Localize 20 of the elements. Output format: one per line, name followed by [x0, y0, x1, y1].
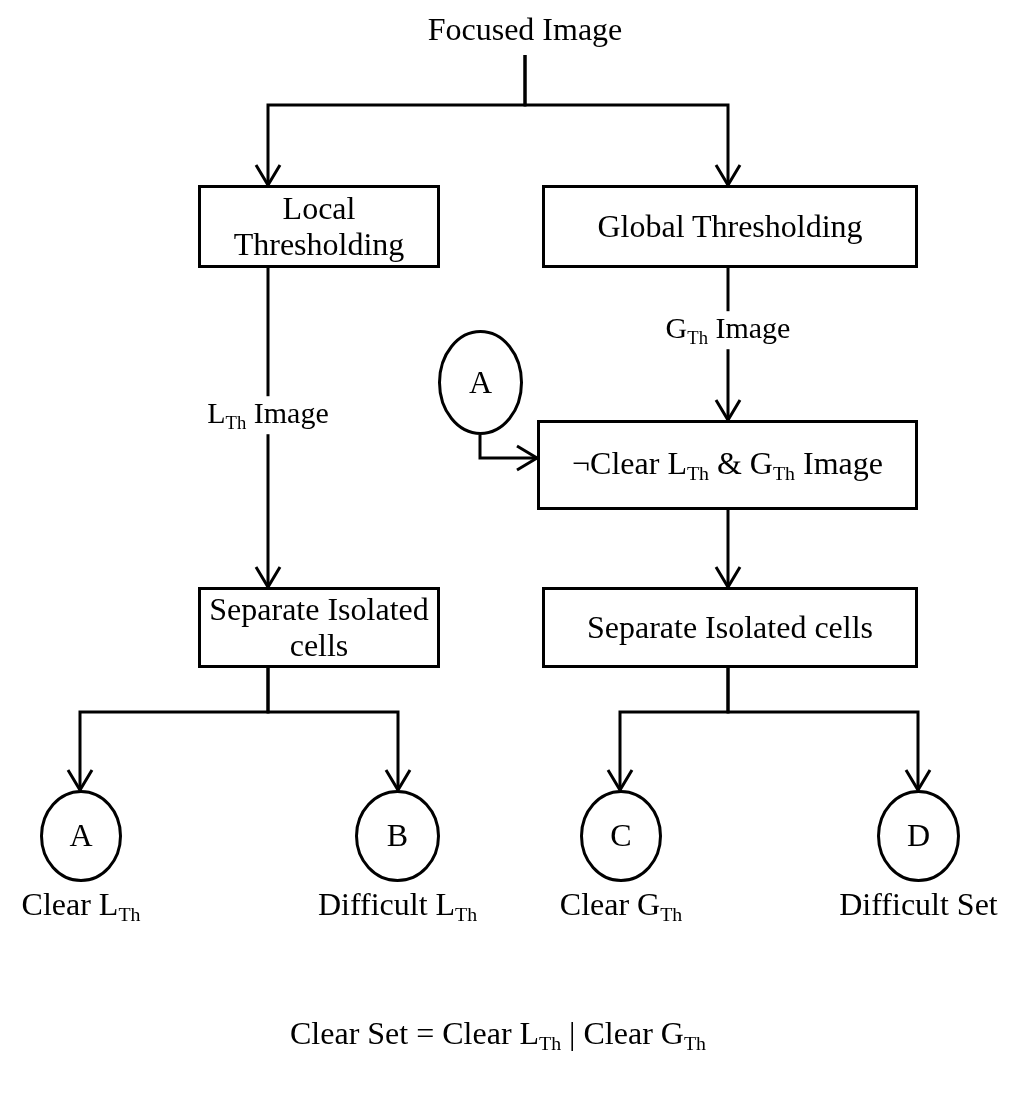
node-caption: Difficult Set: [838, 886, 999, 923]
process-box: Global Thresholding: [542, 185, 918, 268]
arrow: [726, 668, 932, 792]
process-box: Separate Isolated cells: [542, 587, 918, 668]
node-caption: Clear G$_{Th}$: [558, 886, 684, 926]
arrow: [478, 435, 539, 472]
arrow: [714, 510, 742, 589]
process-box: ¬Clear L$_{Th}$ & G$_{Th}$ Image: [537, 420, 918, 510]
arrow: [523, 55, 742, 187]
process-box: Local Thresholding: [198, 185, 440, 268]
connector-circle: A: [438, 330, 523, 435]
arrow: [254, 268, 282, 589]
edge-label: L$_{Th}$ Image: [205, 396, 331, 434]
node-caption: Difficult L$_{Th}$: [316, 886, 479, 926]
node-caption: Clear L$_{Th}$: [20, 886, 142, 926]
start-label: Focused Image: [330, 5, 720, 55]
process-box: Separate Isolated cells: [198, 587, 440, 668]
note: Clear Set = Clear L$_{Th}$ | Clear G$_{Th}$: [290, 1015, 706, 1055]
edge-label: G$_{Th}$ Image: [663, 311, 793, 349]
arrow: [266, 668, 412, 792]
